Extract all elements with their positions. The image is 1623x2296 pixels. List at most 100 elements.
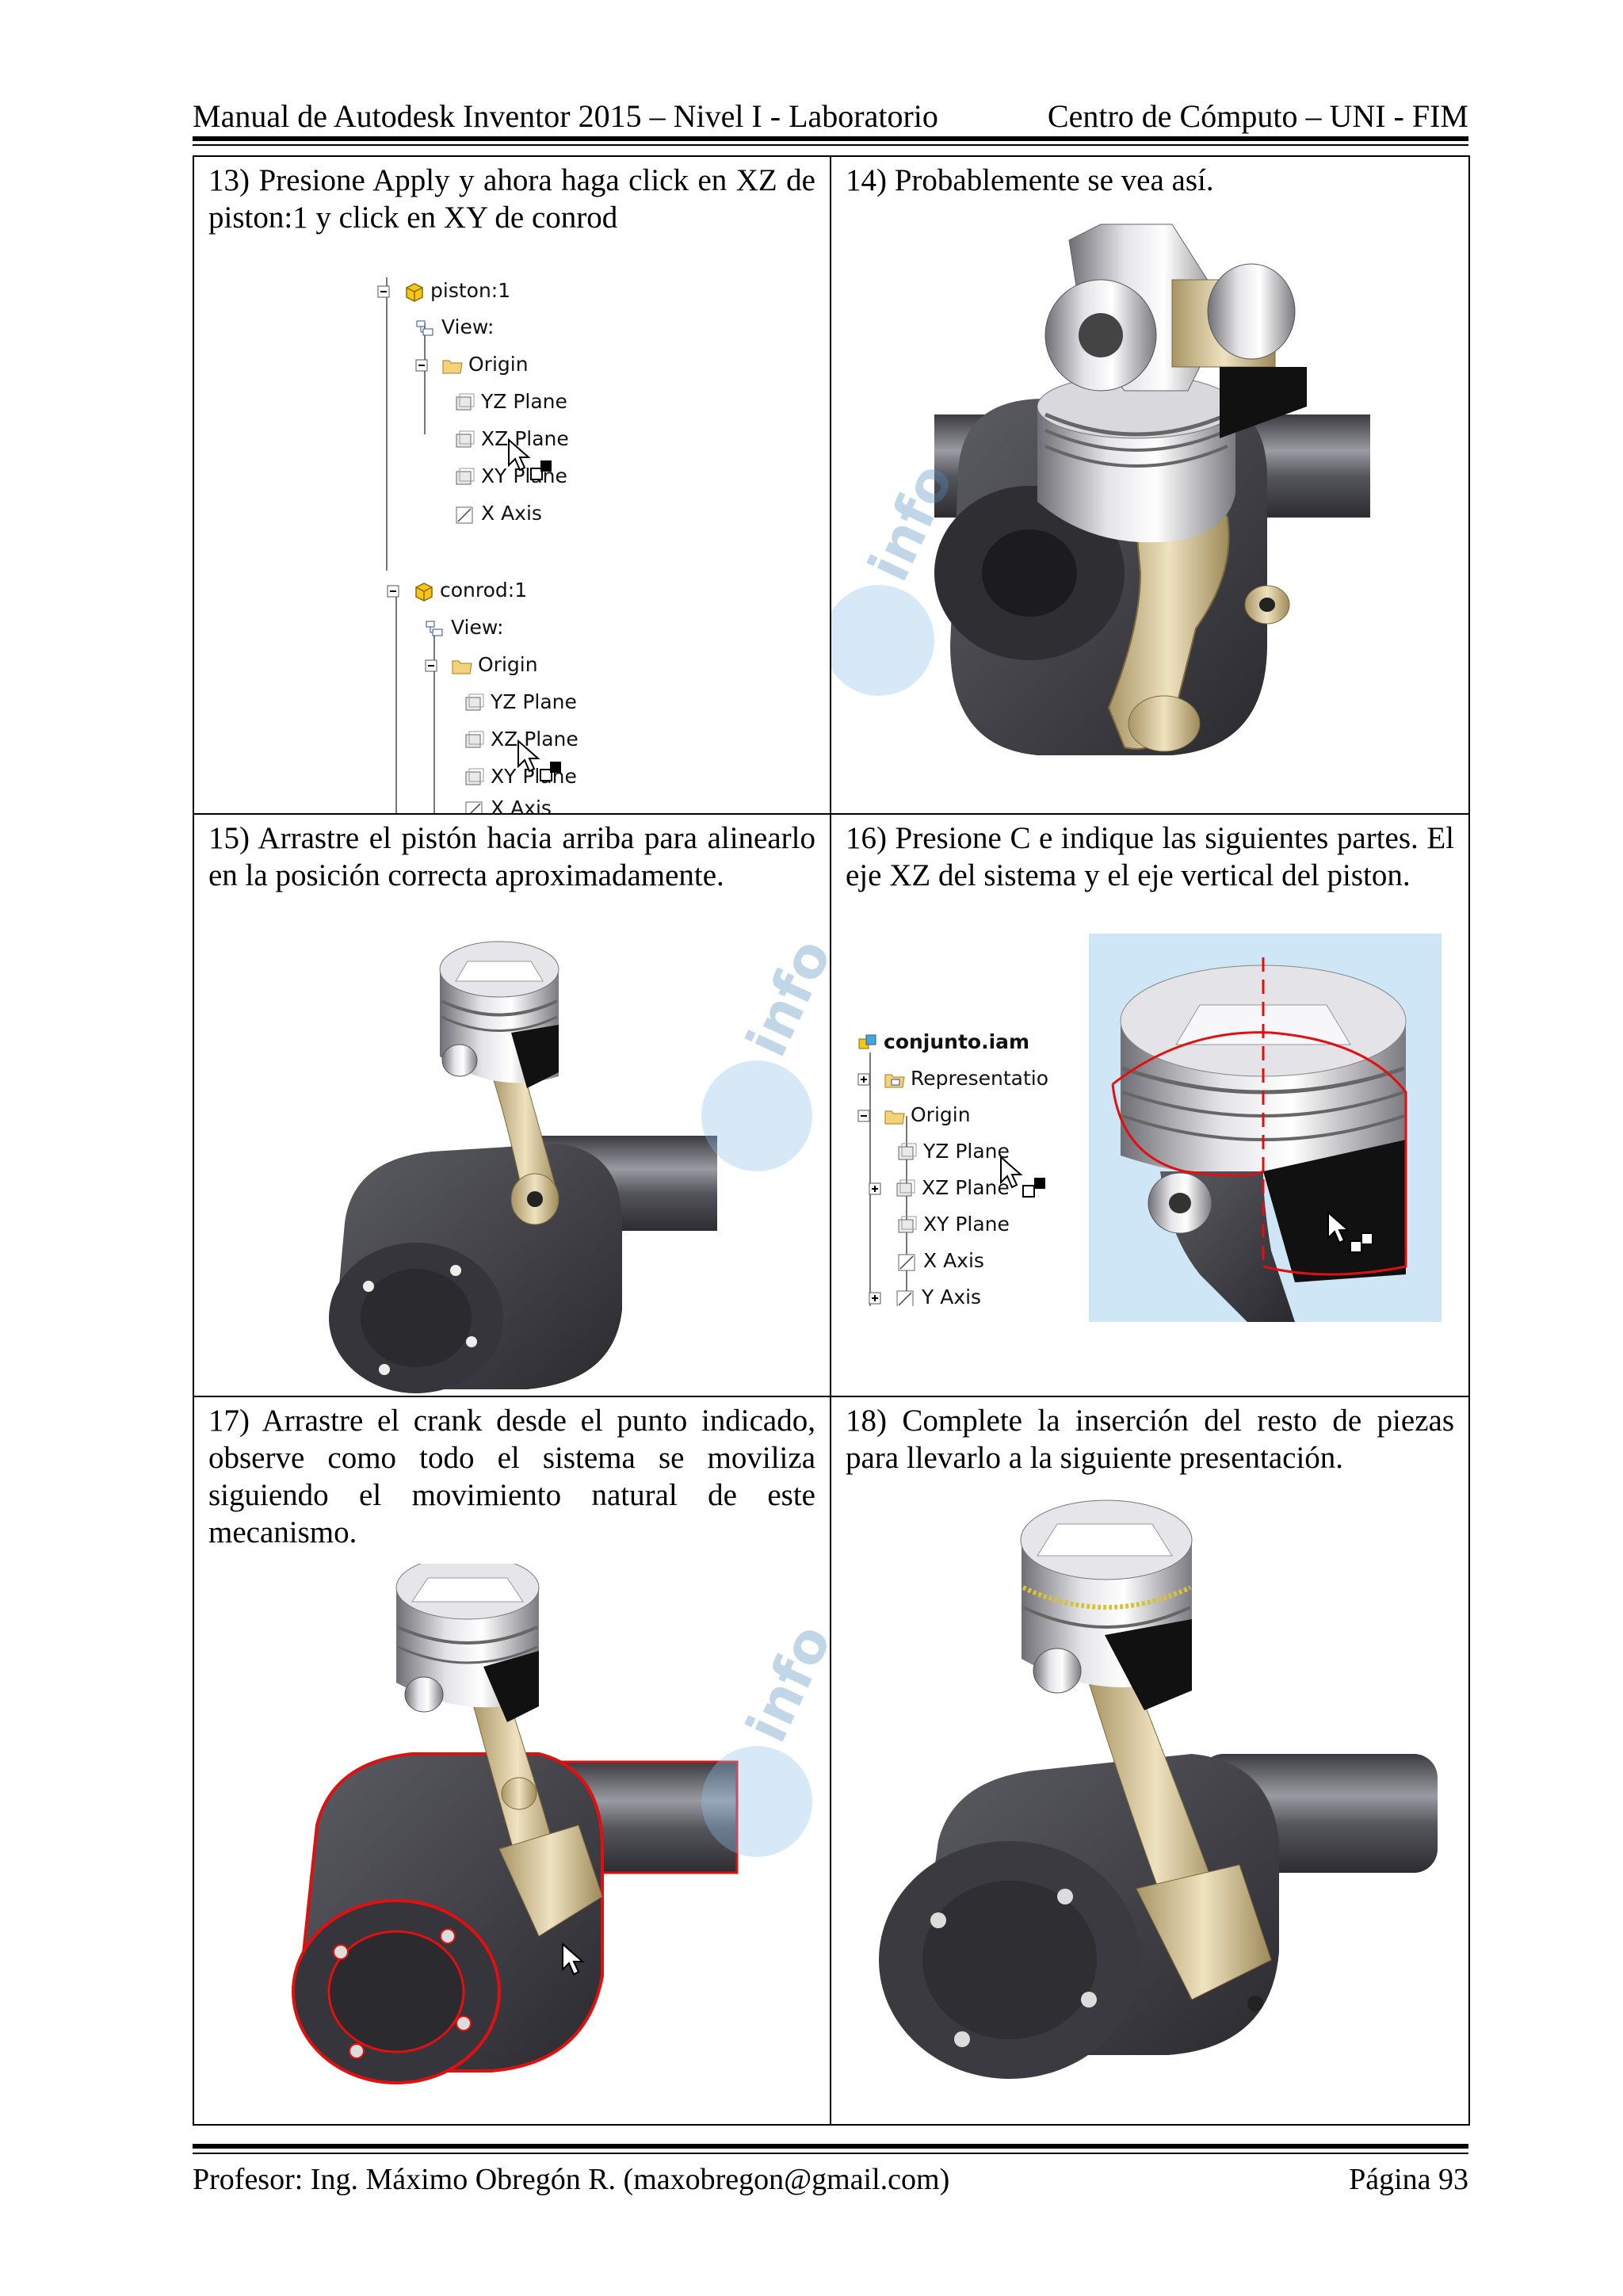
expand-minus-icon[interactable] <box>376 281 399 302</box>
part-cube-icon <box>406 283 423 302</box>
step-18-caption: 18) Complete la inserción del resto de p… <box>846 1404 1454 1475</box>
tree-label: View: <box>441 315 495 338</box>
tree-item-yz-plane-2[interactable]: YZ Plane <box>464 689 577 716</box>
info-uni-watermark-icon: info <box>701 1619 831 1857</box>
tree-item-xy-plane[interactable]: XY Plane <box>896 1211 1010 1238</box>
tree-item-yz-plane[interactable]: YZ Plane <box>454 388 567 415</box>
tree-label: piston:1 <box>430 279 511 302</box>
tree-label: XZ Plane <box>481 427 569 450</box>
folder-icon <box>442 360 463 374</box>
representations-folder-icon <box>884 1074 905 1088</box>
part-cube-icon <box>415 583 433 602</box>
expand-minus-icon[interactable] <box>424 655 446 676</box>
tree-item-xz-plane-2[interactable]: XZ Plane <box>464 726 579 753</box>
tree-item-representations[interactable]: Representatio <box>857 1065 1048 1092</box>
expand-plus-icon[interactable] <box>868 1179 890 1199</box>
plane-icon <box>456 430 475 448</box>
viewport-piston-highlight <box>1089 934 1442 1322</box>
info-uni-watermark-icon: info <box>701 934 829 1171</box>
tree-item-conjunto[interactable]: conjunto.iam <box>857 1029 1029 1056</box>
expand-minus-icon[interactable] <box>414 355 437 376</box>
header-title: Manual de Autodesk Inventor 2015 – Nivel… <box>193 98 938 134</box>
tree-item-conrod[interactable]: conrod:1 <box>386 577 527 604</box>
cursor-select-icon <box>1000 1156 1045 1198</box>
view-rep-icon <box>426 621 443 636</box>
tree-label: X Axis <box>481 502 542 525</box>
tree-item-view[interactable]: View: <box>414 314 494 341</box>
steps-table: 13) Presione Apply y ahora haga click en… <box>193 155 1470 2126</box>
cursor-arrow-icon <box>562 1942 585 1976</box>
tree-item-xz-plane[interactable]: XZ Plane <box>868 1175 1010 1201</box>
step-15-cell: 15) Arrastre el pistón hacia arriba para… <box>193 813 831 1397</box>
tree-item-x-axis-2[interactable]: X Axis <box>464 795 552 814</box>
footer-rule-thin <box>193 2153 1468 2154</box>
info-uni-watermark-icon: info <box>832 458 966 696</box>
tree-label: X Axis <box>491 797 552 814</box>
tree-label: conrod:1 <box>440 579 528 602</box>
tree-label: YZ Plane <box>491 690 577 713</box>
page-footer: Profesor: Ing. Máximo Obregón R. (maxobr… <box>193 2162 1468 2202</box>
expand-plus-icon[interactable] <box>857 1069 879 1090</box>
assembly-render-piston-misaligned <box>934 223 1370 755</box>
folder-icon <box>884 1110 905 1125</box>
expand-minus-icon[interactable] <box>386 581 408 602</box>
view-rep-icon <box>416 320 433 336</box>
axis-icon <box>896 1290 914 1306</box>
tree-label: X Axis <box>923 1249 984 1272</box>
step-17-cell: 17) Arrastre el crank desde el punto ind… <box>193 1396 831 2126</box>
assembly-icon <box>858 1034 876 1049</box>
step-17-caption: 17) Arrastre el crank desde el punto ind… <box>208 1404 815 1549</box>
tree-item-x-axis[interactable]: X Axis <box>454 500 542 527</box>
tree-label: YZ Plane <box>481 390 567 413</box>
tree-item-piston[interactable]: piston:1 <box>376 277 510 304</box>
plane-icon <box>465 731 484 748</box>
assembly-render-crank-drag <box>292 1564 739 2084</box>
tree-label: XZ Plane <box>922 1176 1010 1199</box>
plane-icon <box>456 393 475 411</box>
header-rule <box>193 136 1468 141</box>
tree-label: Y Axis <box>922 1286 982 1306</box>
step-15-caption: 15) Arrastre el pistón hacia arriba para… <box>208 821 815 892</box>
cursor-select-icon <box>508 438 552 480</box>
tree-label: Origin <box>478 653 538 676</box>
tree-item-xz-plane[interactable]: XZ Plane <box>454 426 569 453</box>
step-13-caption: 13) Presione Apply y ahora haga click en… <box>208 163 815 235</box>
tree-item-origin-2[interactable]: Origin <box>424 651 538 678</box>
footer-rule <box>193 2144 1468 2149</box>
plane-icon <box>898 1216 917 1233</box>
tree-label: XY Plane <box>923 1213 1010 1236</box>
folder-icon <box>452 660 472 674</box>
plane-icon <box>456 468 475 485</box>
step-14-cell: 14) Probablemente se vea así. <box>830 155 1470 815</box>
tree-item-origin[interactable]: Origin <box>857 1102 971 1129</box>
header-rule-thin <box>193 144 1468 146</box>
step-13-cell: 13) Presione Apply y ahora haga click en… <box>193 155 831 815</box>
plane-icon <box>896 1179 915 1197</box>
plane-icon <box>898 1143 917 1160</box>
cursor-select-icon <box>517 739 561 781</box>
step-16-cell: 16) Presione C e indique las siguientes … <box>830 813 1470 1397</box>
tree-item-x-axis[interactable]: X Axis <box>896 1247 984 1274</box>
plane-icon <box>465 768 484 785</box>
header-institution: Centro de Cómputo – UNI - FIM <box>1047 98 1468 134</box>
assembly-render-piston-aligned <box>329 941 717 1393</box>
tree-item-yz-plane[interactable]: YZ Plane <box>896 1138 1010 1165</box>
tree-item-origin[interactable]: Origin <box>414 351 529 378</box>
expand-minus-icon[interactable] <box>857 1106 879 1126</box>
tree-label: View: <box>451 616 504 639</box>
tree-label: Representatio <box>911 1067 1049 1090</box>
footer-author: Profesor: Ing. Máximo Obregón R. (maxobr… <box>193 2163 950 2196</box>
page-header: Manual de Autodesk Inventor 2015 – Nivel… <box>193 94 1468 138</box>
tree-item-view-2[interactable]: View: <box>424 614 503 641</box>
plane-icon <box>465 693 484 711</box>
tree-item-y-axis[interactable]: Y Axis <box>868 1284 981 1306</box>
svg-text:info: info <box>734 1619 831 1752</box>
model-browser-tree-conjunto: conjunto.iam Representatio Origin YZ Pla… <box>849 1029 1079 1306</box>
step-18-cell: 18) Complete la inserción del resto de p… <box>830 1396 1470 2126</box>
tree-label: YZ Plane <box>923 1140 1010 1163</box>
svg-text:info: info <box>856 458 966 590</box>
step-16-caption: 16) Presione C e indique las siguientes … <box>846 821 1454 892</box>
model-browser-tree-piston-conrod: piston:1 View: Origin YZ Plane XZ Plane … <box>369 268 654 814</box>
expand-plus-icon[interactable] <box>868 1288 890 1306</box>
tree-label: XZ Plane <box>491 728 579 751</box>
